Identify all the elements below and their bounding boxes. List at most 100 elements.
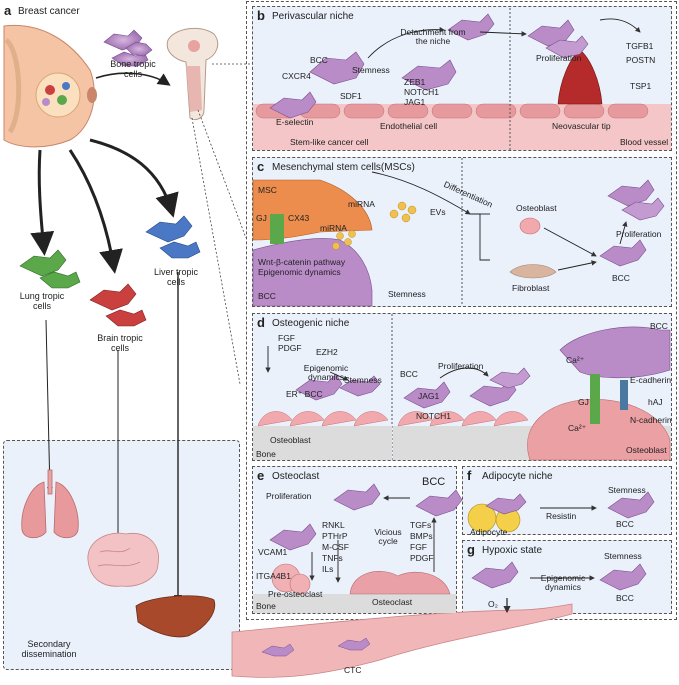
b-stemlike: Stem-like cancer cell xyxy=(290,137,369,147)
lung-tropic-cells xyxy=(19,249,81,289)
panel-d-label: d xyxy=(257,315,265,330)
e-factor: FGF xyxy=(410,542,427,552)
e-factors-right: TGFs BMPs FGF PDGF xyxy=(410,520,434,564)
e-factor: TGFs xyxy=(410,520,432,530)
d-ca2: Ca²⁺ xyxy=(568,423,587,433)
b-endothelial: Endothelial cell xyxy=(380,121,438,131)
e-factor: M-CSF xyxy=(322,542,349,552)
c-bcc: BCC xyxy=(258,291,276,301)
d-pdgf: PDGF xyxy=(278,343,302,353)
panel-b-title: Perivascular niche xyxy=(272,11,354,22)
g-bcc: BCC xyxy=(616,593,634,603)
b-proliferation: Proliferation xyxy=(536,53,582,63)
panel-e-art xyxy=(253,483,463,613)
panel-c-art xyxy=(252,158,665,307)
c-mirna2: miRNA xyxy=(320,223,347,233)
e-factors-left: RNKL PTHrP M-CSF TNFs ILs xyxy=(322,520,349,575)
d-ncadherin: N-cadherin xyxy=(630,415,672,425)
d-osteoblast: Osteoblast xyxy=(270,435,311,445)
panel-b-art xyxy=(253,8,671,150)
e-proliferation: Proliferation xyxy=(266,491,312,501)
d-er-bcc: ER⁺ BCC xyxy=(286,389,323,399)
e-bcc: BCC xyxy=(422,476,446,488)
panel-a-label: a xyxy=(4,3,12,18)
brain-tropic-cells xyxy=(89,283,147,327)
b-tgfb1: TGFB1 xyxy=(626,41,654,51)
c-mirna1: miRNA xyxy=(348,199,375,209)
c-wnt: Wnt-β-catenin pathway xyxy=(258,257,346,267)
b-bcc: BCC xyxy=(310,55,328,65)
ctc-label: CTC xyxy=(344,665,362,675)
breast-illustration xyxy=(3,24,97,148)
breast-cancer-title: Breast cancer xyxy=(18,6,80,17)
e-factor: PTHrP xyxy=(322,531,348,541)
e-factor: BMPs xyxy=(410,531,433,541)
panel-c-title: Mesenchymal stem cells(MSCs) xyxy=(272,162,415,173)
liver-tropic-cells xyxy=(145,215,201,259)
e-factor: PDGF xyxy=(410,553,434,563)
f-bcc: BCC xyxy=(616,519,634,529)
secondary-dissemination-label: Secondary dissemination xyxy=(21,639,77,659)
e-itga4b1: ITGA4B1 xyxy=(256,571,291,581)
d-ezh2: EZH2 xyxy=(316,347,338,357)
c-epigenomic: Epigenomic dynamics xyxy=(258,267,341,277)
brain xyxy=(87,532,159,587)
panel-d-title: Osteogenic niche xyxy=(272,318,350,329)
c-cx43: CX43 xyxy=(288,213,310,223)
lungs xyxy=(21,469,79,539)
liver xyxy=(135,595,216,638)
e-osteoclast: Osteoclast xyxy=(372,597,413,607)
f-resistin: Resistin xyxy=(546,511,577,521)
b-neovascular: Neovascular tip xyxy=(552,121,611,131)
f-adipocyte: Adipocyte xyxy=(470,527,508,537)
d-epigenomic: Epigenomic dynamics xyxy=(303,363,349,383)
arrow-brain xyxy=(68,149,123,274)
brain-tropic-label: Brain tropic cells xyxy=(97,333,143,353)
liver-tropic-label: Liver tropic cells xyxy=(153,267,198,287)
c-osteoblast: Osteoblast xyxy=(516,203,557,213)
d-stemness: Stemness xyxy=(344,375,382,385)
e-factor: TNFs xyxy=(322,553,343,563)
b-zeb1: ZEB1 xyxy=(404,77,426,87)
ctc-vessel xyxy=(231,603,573,678)
b-sdf1: SDF1 xyxy=(340,91,362,101)
panel-c-label: c xyxy=(257,159,265,174)
b-detachment: Detachment from the niche xyxy=(400,27,466,47)
panel-e-title: Osteoclast xyxy=(272,471,320,482)
b-cxcr4: CXCR4 xyxy=(282,71,311,81)
d-haj: hAJ xyxy=(648,397,663,407)
c-stemness: Stemness xyxy=(388,289,426,299)
panel-b-label: b xyxy=(257,8,265,23)
panel-f-title: Adipocyte niche xyxy=(482,471,553,482)
femur-bone xyxy=(166,27,219,121)
arrow-to-bone xyxy=(95,72,171,86)
d-ca: Ca²⁺ xyxy=(566,355,585,365)
bone-tropic-cells xyxy=(103,29,153,67)
g-o2: O₂ xyxy=(488,599,498,609)
panel-f-art xyxy=(467,491,655,533)
d-bcc2: BCC xyxy=(650,321,668,331)
d-jag1: JAG1 xyxy=(418,391,440,401)
c-gj: GJ xyxy=(256,213,267,223)
e-bone: Bone xyxy=(256,601,276,611)
e-preosteoclast: Pre-osteoclast xyxy=(268,589,323,599)
d-notch1: NOTCH1 xyxy=(416,411,451,421)
d-bone: Bone xyxy=(256,449,276,459)
d-ecadherin: E-cadherin xyxy=(630,375,672,385)
c-msc: MSC xyxy=(258,185,277,195)
d-fgf: FGF xyxy=(278,333,295,343)
e-vcam1: VCAM1 xyxy=(258,547,288,557)
e-factor: ILs xyxy=(322,564,334,574)
lung-tropic-label: Lung tropic cells xyxy=(19,291,65,311)
arrow-lung xyxy=(30,149,55,256)
b-jag1: JAG1 xyxy=(404,97,426,107)
b-notch1: NOTCH1 xyxy=(404,87,439,97)
bone-tropic-label: Bone tropic cells xyxy=(110,59,156,79)
e-vicious-cycle: Vicious cycle xyxy=(374,527,402,547)
c-fibroblast: Fibroblast xyxy=(512,283,550,293)
g-stemness: Stemness xyxy=(604,551,642,561)
arrow-liver xyxy=(89,138,179,218)
panel-g-art xyxy=(471,561,647,614)
panel-f-label: f xyxy=(467,468,472,483)
